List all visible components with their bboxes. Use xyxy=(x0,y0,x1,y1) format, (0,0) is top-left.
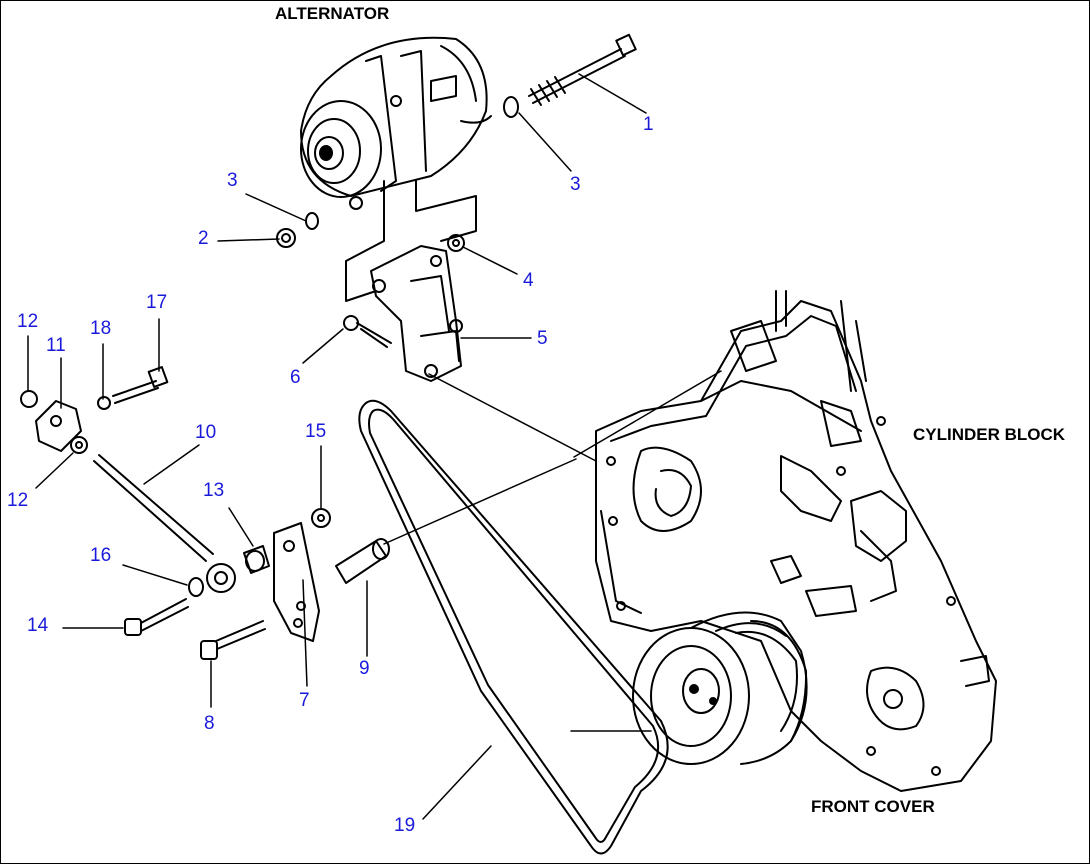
callout-12-bottom: 12 xyxy=(7,490,29,511)
callout-9: 9 xyxy=(359,658,370,679)
front-cover-label: FRONT COVER xyxy=(811,797,935,816)
leader-lines xyxy=(27,73,722,820)
callout-12-top: 12 xyxy=(17,311,39,332)
callout-15: 15 xyxy=(305,421,327,442)
hardware-small-drawing xyxy=(276,212,465,348)
callout-3-right: 3 xyxy=(570,174,581,195)
callout-4: 4 xyxy=(523,270,534,291)
callout-16: 16 xyxy=(90,545,112,566)
callout-7: 7 xyxy=(299,690,310,711)
callout-13: 13 xyxy=(203,480,225,501)
alternator-drawing xyxy=(300,36,492,302)
callout-2: 2 xyxy=(198,228,209,249)
callout-11: 11 xyxy=(46,335,66,356)
bracket-drawing xyxy=(370,245,463,382)
callout-19: 19 xyxy=(394,815,416,836)
alternator-label: ALTERNATOR xyxy=(275,4,390,23)
belt-drawing xyxy=(358,399,669,855)
callout-18: 18 xyxy=(90,318,112,339)
callout-1: 1 xyxy=(643,114,654,135)
callout-6: 6 xyxy=(290,367,301,388)
callout-5: 5 xyxy=(537,328,548,349)
hardware-left-drawing xyxy=(20,366,390,660)
bolt-1-drawing xyxy=(503,33,637,118)
front-cover-drawing xyxy=(595,290,997,792)
callout-8: 8 xyxy=(204,713,215,734)
callout-10: 10 xyxy=(195,422,217,443)
callout-3-left: 3 xyxy=(227,170,238,191)
callout-14: 14 xyxy=(27,615,49,636)
callout-17: 17 xyxy=(146,292,168,313)
cylinder-block-label: CYLINDER BLOCK xyxy=(913,425,1066,444)
